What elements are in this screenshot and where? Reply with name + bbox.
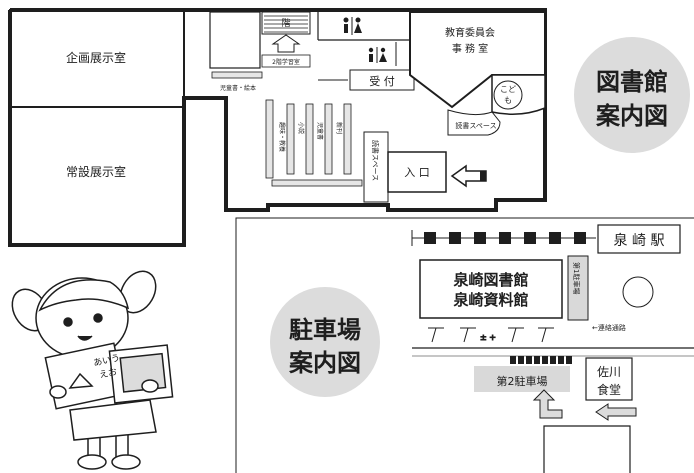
- stairs-steps: [264, 15, 308, 33]
- storage-box: [209, 11, 261, 69]
- reading-space-right-label: 読書スペース: [455, 121, 496, 130]
- bottom-building: [543, 425, 631, 473]
- stairs: [261, 11, 311, 35]
- library-title-line1: 図書館: [596, 68, 668, 96]
- reception-label: 受 付: [369, 75, 395, 88]
- shelf-vertical-left: [265, 99, 274, 179]
- parking-lot-2: [474, 366, 570, 392]
- children-books-label: 児童書・絵本: [220, 84, 256, 92]
- station-label: 泉 崎 駅: [614, 232, 665, 249]
- kids-label-1: こど: [500, 85, 516, 94]
- shelf-novel: [305, 103, 314, 175]
- library-floor-plan: 企画展示室 常設展示室 階 2階学習室 受 付: [8, 8, 547, 247]
- parking-lot-2-spaces: [510, 356, 572, 364]
- parking-lot-1-label: 第1駐車場: [572, 262, 581, 294]
- permanent-exhibition-room: [9, 106, 185, 246]
- shelf-new: [343, 103, 352, 175]
- library-title-line2: 案内図: [595, 102, 668, 130]
- kids-circle: [493, 80, 523, 110]
- second-floor-meeting-label: 2階学習室: [272, 58, 300, 66]
- restroom-icon-2: [368, 47, 387, 63]
- parking-lot-2-label: 第2駐車場: [497, 374, 548, 388]
- shelf-label-children: 児童書: [316, 122, 324, 140]
- restaurant-label-2: 食堂: [597, 382, 621, 397]
- shelf-label-novel: 小説: [297, 122, 305, 134]
- permanent-exhibition-label: 常設展示室: [66, 164, 126, 179]
- board-of-education-label-1: 教育委員会: [445, 26, 495, 39]
- children-books-shelf: [211, 71, 263, 79]
- library-title-badge: 図書館 案内図: [574, 37, 690, 153]
- shelf-label-new: 新刊: [335, 122, 343, 134]
- girl-reading-illustration: [11, 270, 174, 470]
- reading-space-right: [447, 109, 501, 136]
- library-building: [419, 259, 563, 319]
- svg-text:± +: ± +: [480, 333, 496, 342]
- reading-space-vertical-label: 読書スペース: [371, 140, 380, 181]
- library-building-label-1: 泉崎図書館: [452, 271, 528, 289]
- station: [597, 224, 681, 254]
- round-structure: [622, 276, 654, 308]
- restroom-icon: [343, 17, 362, 35]
- parking-title-line2: 案内図: [288, 349, 361, 377]
- reading-space-vertical: [363, 131, 389, 203]
- parking-title-badge: 駐車場 案内図: [270, 287, 380, 397]
- shelf-hobby: [286, 103, 295, 175]
- reception-counter: [349, 69, 415, 91]
- board-of-education-label-2: 事 務 室: [452, 42, 488, 55]
- stairs-label: 階: [281, 18, 290, 29]
- kids-label-2: も: [504, 96, 512, 105]
- entrance: [387, 151, 447, 193]
- library-building-label-2: 泉崎資料館: [452, 291, 528, 309]
- parking-title-line1: 駐車場: [289, 316, 361, 344]
- shelf-label-hobby: 趣味・教養: [278, 122, 286, 152]
- left-arrow-icon: [595, 403, 637, 421]
- second-floor-meeting-room: [261, 54, 311, 68]
- kids-corner: [491, 74, 546, 115]
- tree-row: ± +: [428, 327, 554, 343]
- railway: [411, 230, 596, 246]
- entrance-label: 入 口: [404, 166, 430, 179]
- parking-lot-1: [567, 255, 589, 321]
- shelf-children: [324, 103, 333, 175]
- planning-exhibition-label: 企画展示室: [66, 50, 126, 65]
- book-text-line2: えお: [98, 366, 118, 381]
- up-arrow-icon: [271, 34, 301, 53]
- restaurant-label-1: 佐川: [597, 365, 621, 379]
- passage-label: ←連絡通路: [592, 323, 626, 332]
- restaurant: [585, 357, 633, 401]
- shelf-horizontal-bottom: [271, 179, 363, 187]
- turn-arrow-icon: [532, 389, 563, 419]
